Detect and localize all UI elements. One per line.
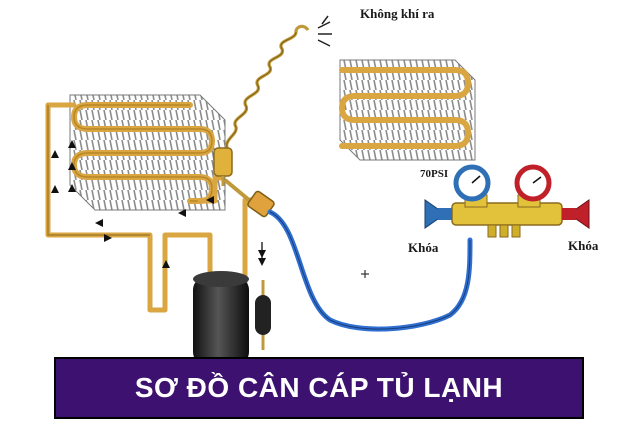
- lock-right-label: Khóa: [568, 238, 599, 253]
- high-pressure-gauge-icon: [514, 164, 552, 202]
- plus-mark: [361, 270, 369, 278]
- low-pressure-gauge-icon: [453, 164, 491, 202]
- title-banner: SƠ ĐỒ CÂN CÁP TỦ LẠNH: [54, 357, 584, 419]
- evaporator-coil: [338, 59, 476, 161]
- compressor: [193, 271, 271, 366]
- filter-drier: [213, 147, 233, 186]
- service-hose: [267, 209, 473, 332]
- condenser-coil: [68, 94, 226, 211]
- air-out-puffs: [317, 15, 332, 47]
- manifold-gauge-set: [424, 194, 590, 238]
- copper-pipes-outline: [47, 105, 150, 236]
- lock-left-label: Khóa: [408, 240, 439, 255]
- diagram-title: SƠ ĐỒ CÂN CÁP TỦ LẠNH: [134, 372, 504, 403]
- flow-arrows: [51, 150, 266, 268]
- pressure-label: 70PSI: [420, 168, 449, 180]
- air-out-label: Không khí ra: [360, 6, 435, 21]
- capillary-tube-coil: [225, 24, 310, 151]
- compressor-arrow: [258, 242, 266, 266]
